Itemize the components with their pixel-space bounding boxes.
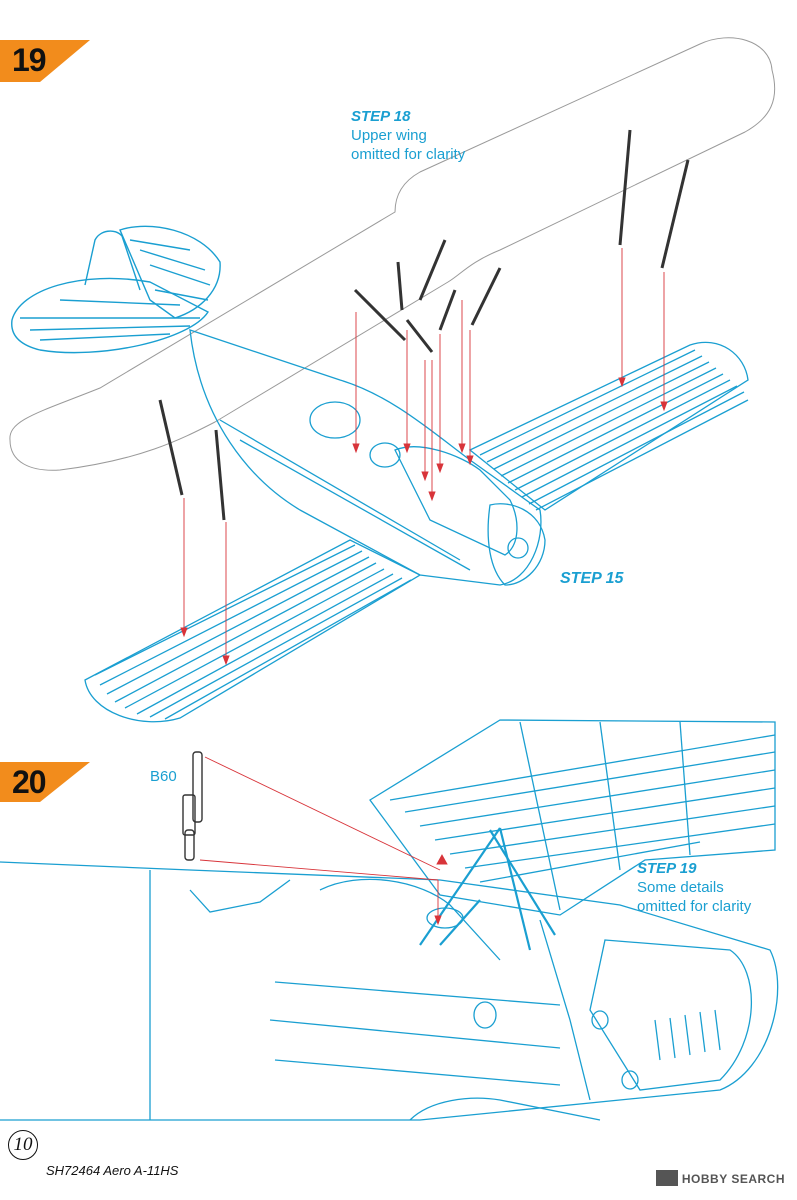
step18-line2: omitted for clarity <box>351 146 466 163</box>
step15-title: STEP 15 <box>560 570 624 587</box>
right-lower-wing <box>468 341 749 511</box>
step19-line2: omitted for clarity <box>637 898 752 915</box>
assembly-arrows-step19 <box>180 248 668 666</box>
left-lower-wing <box>84 539 422 723</box>
page-number: 10 <box>8 1130 38 1160</box>
watermark-icon <box>656 1170 678 1186</box>
step18-line1: Upper wing <box>351 127 427 144</box>
upper-wing-ghost-outline <box>9 37 776 471</box>
step18-note: STEP 18 Upper wing omitted for clarity <box>351 107 465 164</box>
fuselage <box>189 329 546 586</box>
step-20-badge-bg <box>0 762 90 802</box>
step19-line1: Some details <box>637 879 724 896</box>
tail-assembly <box>11 225 221 354</box>
step-19-badge-bg <box>0 40 90 82</box>
step19-note: STEP 19 Some details omitted for clarity <box>637 859 751 916</box>
watermark-text: HOBBY SEARCH <box>681 1172 785 1186</box>
step19-title: STEP 19 <box>637 860 697 877</box>
step-19-number: 19 <box>12 42 47 78</box>
part-b60-drawing <box>182 751 203 861</box>
step15-note: STEP 15 <box>560 569 623 588</box>
fuselage-side <box>0 861 779 1121</box>
cabane-struts <box>419 827 556 951</box>
step-20-number: 20 <box>12 764 47 800</box>
part-b60-label: B60 <box>150 768 177 785</box>
product-code: SH72464 Aero A-11HS <box>46 1163 179 1178</box>
assembly-arrows-step20 <box>199 756 448 926</box>
step18-title: STEP 18 <box>351 108 411 125</box>
upper-wing <box>369 719 776 916</box>
struts-step19 <box>158 129 690 521</box>
